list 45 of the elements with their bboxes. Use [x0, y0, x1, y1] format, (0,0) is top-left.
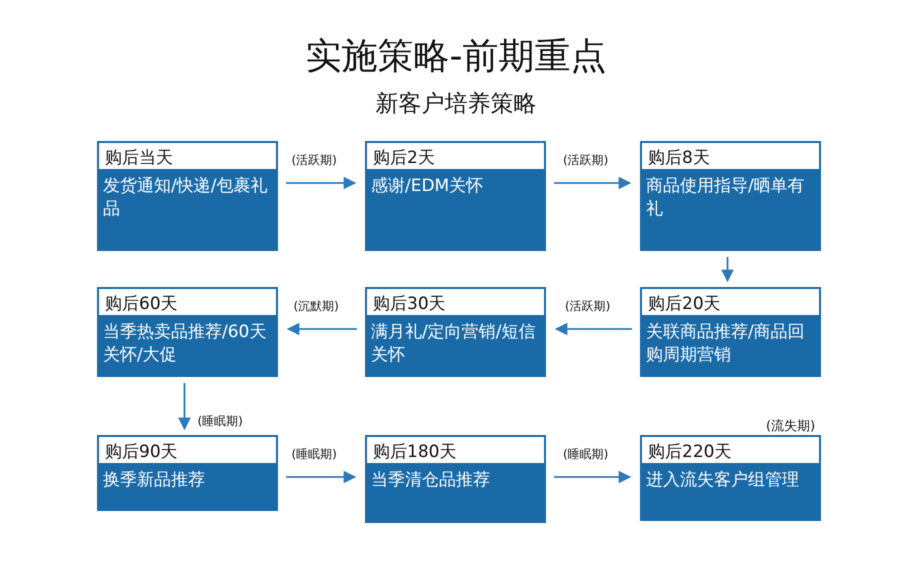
step-description: 满月礼/定向营销/短信关怀 — [371, 321, 536, 367]
step-description: 商品使用指导/晒单有礼 — [646, 175, 806, 221]
step-header: 购后8天 — [640, 141, 821, 171]
arrow — [178, 383, 191, 430]
title: 实施策略-前期重点 — [304, 35, 608, 79]
step-header: 购后180天 — [365, 435, 546, 465]
step-header: 购后2天 — [365, 141, 546, 171]
step-description: 感谢/EDM关怀 — [371, 175, 484, 198]
arrow — [286, 176, 356, 190]
step-description: 当季热卖品推荐/60天关怀/大促 — [103, 321, 268, 367]
step-header: 购后90天 — [97, 435, 278, 465]
edge-label: (睡眠期) — [290, 446, 338, 463]
edge-label: (活跃期) — [290, 152, 338, 169]
step-box — [640, 287, 821, 377]
step-box — [640, 141, 821, 251]
step-header: 购后220天 — [640, 435, 821, 465]
arrow — [554, 176, 632, 190]
step-header: 购后当天 — [97, 141, 278, 171]
arrow — [554, 322, 632, 336]
edge-label: (活跃期) — [562, 152, 610, 169]
edge-label: (沉默期) — [292, 298, 340, 315]
edge-label: (睡眠期) — [196, 413, 244, 430]
step-box — [97, 287, 278, 377]
step-box — [97, 435, 278, 511]
step-box — [640, 435, 821, 521]
step-description: 当季清仓品推荐 — [371, 469, 491, 492]
step-header: 购后60天 — [97, 287, 278, 317]
arrow — [286, 470, 356, 484]
arrow — [554, 470, 632, 484]
phase-label: (流失期) — [765, 417, 816, 435]
subtitle: 新客户培养策略 — [374, 90, 538, 119]
step-header: 购后30天 — [365, 287, 546, 317]
step-box — [97, 141, 278, 251]
edge-label: (活跃期) — [564, 298, 612, 315]
step-box — [365, 141, 546, 251]
step-box — [365, 287, 546, 377]
step-description: 换季新品推荐 — [103, 469, 206, 492]
step-box — [365, 435, 546, 523]
arrow — [721, 257, 734, 282]
arrow — [286, 322, 357, 336]
step-description: 关联商品推荐/商品回购周期营销 — [646, 321, 806, 367]
step-description: 进入流失客户组管理 — [646, 469, 800, 492]
edge-label: (睡眠期) — [562, 446, 610, 463]
step-description: 发货通知/快递/包裹礼品 — [103, 175, 268, 221]
step-header: 购后20天 — [640, 287, 821, 317]
